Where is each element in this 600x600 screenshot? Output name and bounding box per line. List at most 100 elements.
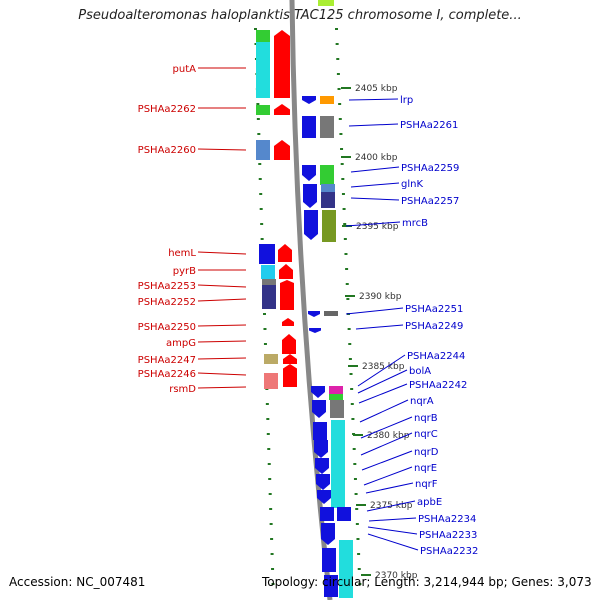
label-layer: putAPSHAa2262PSHAa2260hemLpyrBPSHAa2253P… xyxy=(138,64,479,557)
accession-text: Accession: NC_007481 xyxy=(9,575,146,589)
gene-arrow-down xyxy=(312,400,326,418)
right-gene-leader xyxy=(358,383,408,404)
gene-block xyxy=(303,184,317,192)
left-axis-tick xyxy=(266,418,270,420)
right-gene-label: glnK xyxy=(401,179,423,190)
right-axis-tick xyxy=(341,193,345,195)
right-axis-tick xyxy=(351,418,355,420)
left-axis-tick xyxy=(269,523,273,525)
right-gene-leader xyxy=(350,197,400,201)
right-gene-leader xyxy=(355,324,404,330)
left-axis-tick xyxy=(267,463,271,465)
gene-arrow-down xyxy=(303,192,317,208)
right-gene-leader xyxy=(368,517,417,522)
gene-arrow-down xyxy=(316,474,330,490)
gene-block xyxy=(321,192,335,208)
gene-arrow-up xyxy=(278,244,292,262)
gene-block xyxy=(283,373,297,387)
right-gene-leader xyxy=(345,221,401,227)
right-gene-label: mrcB xyxy=(402,218,428,229)
scale-label: 2385 kbp xyxy=(362,362,405,372)
left-axis-tick xyxy=(267,448,271,450)
topology-text: Topology: circular; Length: 3,214,944 bp… xyxy=(262,575,592,589)
gene-block xyxy=(322,210,336,242)
right-gene-label: PSHAa2257 xyxy=(401,196,459,207)
right-gene-leader xyxy=(365,482,414,494)
left-gene-label: PSHAa2252 xyxy=(138,297,196,308)
right-axis-tick xyxy=(338,118,342,120)
right-gene-label: nqrA xyxy=(410,396,434,407)
right-gene-leader xyxy=(350,182,400,188)
left-axis-tick xyxy=(263,313,266,315)
gene-arrow-down xyxy=(314,440,328,458)
right-axis-tick xyxy=(355,523,359,525)
right-axis-tick xyxy=(349,373,353,375)
gene-block xyxy=(329,394,343,400)
scale-label: 2395 kbp xyxy=(356,222,399,232)
left-gene-leader xyxy=(197,324,247,327)
gene-arrow-down xyxy=(308,311,320,317)
left-gene-label: hemL xyxy=(168,248,196,259)
right-axis-tick xyxy=(358,583,362,585)
gene-block xyxy=(264,354,278,364)
gene-block xyxy=(320,165,334,185)
right-axis-tick xyxy=(352,448,356,450)
left-gene-leader xyxy=(197,386,247,389)
gene-arrow-up xyxy=(282,318,294,326)
left-gene-label: PSHAa2246 xyxy=(138,369,196,380)
gene-block xyxy=(329,386,343,394)
right-gene-label: PSHAa2242 xyxy=(409,380,467,391)
left-axis-tick xyxy=(270,538,274,540)
gene-arrow-up xyxy=(274,140,290,160)
left-axis-tick xyxy=(271,568,275,570)
right-axis-tick xyxy=(347,328,351,330)
left-gene-leader xyxy=(197,372,247,376)
gene-arrow-up xyxy=(274,104,290,115)
right-axis-tick xyxy=(357,568,361,570)
left-axis-tick xyxy=(271,583,275,585)
left-axis-tick xyxy=(256,118,260,120)
right-gene-leader xyxy=(348,98,399,101)
gene-arrow-up xyxy=(282,334,296,354)
right-gene-label: bolA xyxy=(409,366,431,377)
gene-arrow-up xyxy=(283,354,297,364)
gene-arrow-down xyxy=(317,490,331,504)
right-axis-tick xyxy=(336,58,340,60)
right-gene-label: PSHAa2233 xyxy=(419,530,477,541)
left-gene-leader xyxy=(197,251,247,255)
right-gene-label: PSHAa2259 xyxy=(401,163,459,174)
feature-layer xyxy=(256,0,353,598)
gene-block xyxy=(261,265,275,279)
gene-arrow-down xyxy=(302,96,316,104)
right-axis-tick xyxy=(340,148,344,150)
gene-block xyxy=(320,116,334,138)
right-axis-tick xyxy=(345,283,349,285)
left-axis-tick xyxy=(257,133,261,135)
left-gene-label: pyrB xyxy=(173,266,196,277)
right-gene-leader xyxy=(367,526,418,535)
gene-block xyxy=(302,116,316,138)
left-axis-tick xyxy=(260,223,264,225)
right-gene-label: nqrC xyxy=(414,429,438,440)
left-gene-label: PSHAa2250 xyxy=(138,322,196,333)
right-gene-label: nqrE xyxy=(414,463,437,474)
left-gene-leader xyxy=(197,284,247,288)
left-axis-tick xyxy=(259,208,263,210)
right-gene-label: PSHAa2249 xyxy=(405,321,463,332)
right-axis-tick xyxy=(345,268,349,270)
right-gene-leader xyxy=(359,399,409,423)
left-gene-leader xyxy=(197,298,247,302)
right-axis-tick xyxy=(342,208,346,210)
left-gene-leader xyxy=(197,148,247,151)
gene-arrow-down xyxy=(321,523,335,545)
right-axis-tick xyxy=(350,403,354,405)
right-gene-leader xyxy=(350,166,400,173)
right-axis-tick xyxy=(343,223,347,225)
right-gene-leader xyxy=(361,450,413,471)
right-gene-leader xyxy=(345,307,404,315)
gene-arrow-down xyxy=(311,386,325,398)
right-axis-tick xyxy=(356,538,360,540)
right-axis-tick xyxy=(353,463,357,465)
right-axis-tick xyxy=(343,238,347,240)
gene-block xyxy=(320,96,334,104)
